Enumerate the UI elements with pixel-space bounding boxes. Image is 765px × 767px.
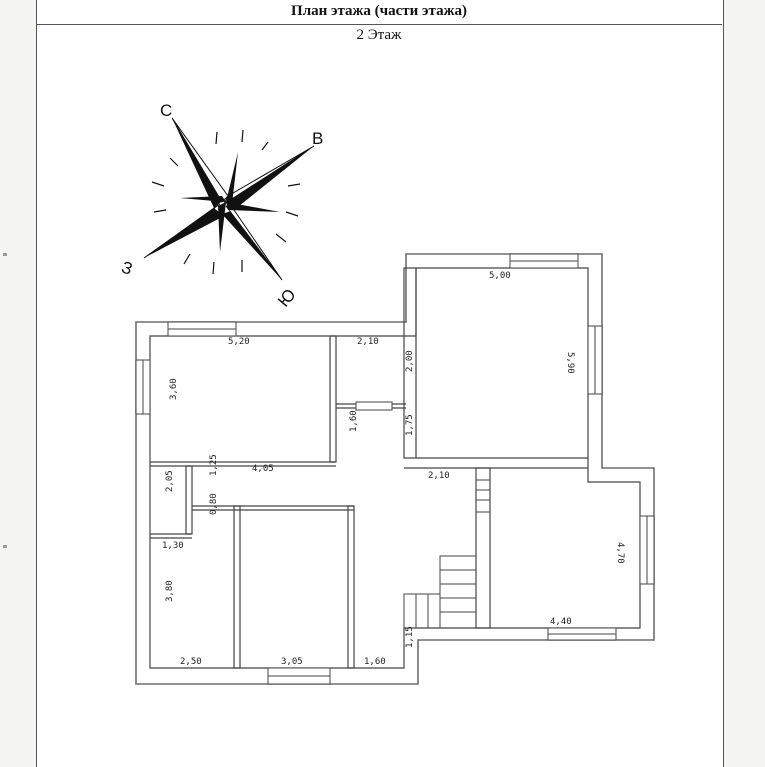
compass-west-label: З bbox=[119, 257, 135, 278]
compass-south-label: Ю bbox=[274, 285, 300, 310]
stairs bbox=[403, 479, 491, 629]
dim-closet-width: 1,30 bbox=[162, 541, 184, 551]
compass-ticks bbox=[151, 129, 301, 275]
dim-closet-door: 1,25 bbox=[209, 454, 219, 476]
dim-corridor-height: 1,75 bbox=[405, 414, 415, 436]
dim-hall-bottom-height: 1,15 bbox=[405, 626, 415, 648]
compass-north-label: С bbox=[160, 101, 172, 120]
windows bbox=[135, 253, 655, 685]
dim-room5-height: 4,70 bbox=[615, 542, 625, 564]
dim-corridor-top-width: 2,10 bbox=[357, 337, 379, 347]
dim-closet-height: 2,05 bbox=[165, 470, 175, 492]
dim-room5-width: 4,40 bbox=[550, 617, 572, 627]
floor-label: 2 Этаж bbox=[356, 27, 402, 43]
compass-star bbox=[143, 117, 315, 281]
dim-room1-door-offset: 1,60 bbox=[349, 410, 359, 432]
interior-walls bbox=[150, 267, 588, 669]
margin-mark bbox=[3, 253, 7, 256]
dim-room2-bottom-width: 2,10 bbox=[428, 471, 450, 481]
dim-room1-bottom-width: 4,05 bbox=[252, 464, 274, 474]
dim-corridor-top-height: 2,00 bbox=[405, 350, 415, 372]
dim-room1-width: 5,20 bbox=[228, 337, 250, 347]
dim-closet-gap: 0,80 bbox=[209, 493, 219, 515]
dim-room2-width: 5,00 bbox=[489, 271, 511, 281]
dim-room4-width: 3,05 bbox=[281, 657, 303, 667]
dimension-labels: 5,20 3,60 2,10 2,00 1,60 1,75 4,05 2,05 … bbox=[162, 271, 625, 667]
compass-east-label: В bbox=[312, 129, 323, 148]
dim-room2-height: 5,90 bbox=[565, 352, 575, 374]
dim-room3-height: 3,80 bbox=[165, 580, 175, 602]
dim-room1-height: 3,60 bbox=[169, 378, 179, 400]
dim-room3-width: 2,50 bbox=[180, 657, 202, 667]
dim-hall-bottom-width: 1,60 bbox=[364, 657, 386, 667]
compass-rose: С В Ю З bbox=[119, 101, 323, 311]
margin-mark bbox=[3, 545, 7, 548]
sheet-title: План этажа (части этажа) bbox=[36, 0, 722, 25]
